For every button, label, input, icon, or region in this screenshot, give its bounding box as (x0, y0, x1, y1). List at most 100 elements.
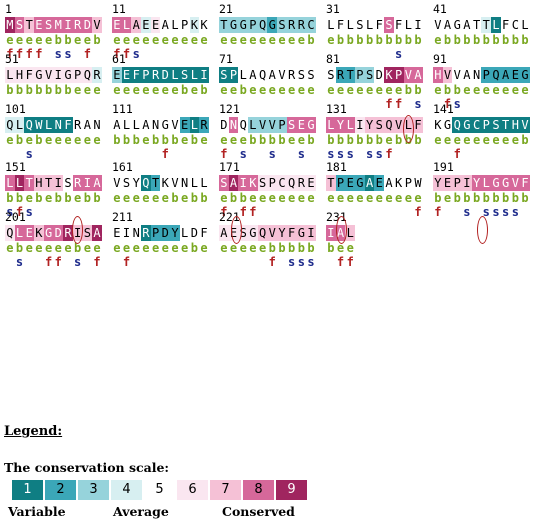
exposure-mark: b (268, 241, 276, 255)
function-structure-mark (520, 47, 530, 61)
residue: V (267, 225, 278, 241)
function-structure-mark (170, 97, 180, 111)
exposure-mark: e (190, 33, 198, 47)
function-structure-mark (365, 97, 375, 111)
exposure-mark: e (453, 133, 461, 147)
exposure-mark: e (511, 83, 519, 97)
residue: L (345, 17, 356, 33)
residue: K (384, 67, 394, 83)
residue: V (520, 117, 530, 133)
position-number: 111 (112, 102, 133, 116)
exposure-mark: b (463, 191, 471, 205)
exposure-mark: b (44, 83, 53, 97)
residue: G (296, 225, 307, 241)
function-structure-mark: s (346, 147, 354, 161)
residue: D (82, 17, 93, 33)
function-structure-mark (122, 147, 132, 161)
exposure-mark: b (93, 33, 101, 47)
residue: G (355, 175, 365, 191)
residue: V (433, 17, 443, 33)
exposure-mark: e (113, 191, 121, 205)
residue: K (248, 175, 258, 191)
residue: F (63, 117, 73, 133)
residue: A (82, 117, 93, 133)
scale-cell-7: 7 (210, 480, 241, 500)
residue: K (189, 17, 200, 33)
residue: R (296, 17, 307, 33)
residue: M (53, 17, 64, 33)
residue: K (433, 117, 443, 133)
exposure-mark: e (482, 133, 490, 147)
exposure-mark: e (25, 33, 33, 47)
exposure-mark: e (288, 83, 296, 97)
exposure-mark: b (414, 83, 422, 97)
function-structure-mark (151, 147, 161, 161)
exposure-mark: e (83, 33, 91, 47)
residue: T (24, 17, 35, 33)
residue: Y (170, 225, 180, 241)
function-structure-mark: f (6, 47, 14, 61)
function-structure-mark (287, 205, 297, 219)
residue: F (24, 67, 35, 83)
exposure-mark: e (288, 191, 296, 205)
exposure-mark: e (258, 83, 267, 97)
residue: Q (238, 117, 249, 133)
exposure-mark: b (200, 83, 208, 97)
function-structure-mark (92, 47, 102, 61)
function-structure-mark: s (307, 255, 315, 269)
exposure-mark: e (83, 83, 91, 97)
exposure-mark: b (15, 133, 24, 147)
function-structure-mark (73, 97, 83, 111)
exposure-mark: b (268, 133, 276, 147)
residue: D (160, 67, 171, 83)
residue: L (131, 117, 142, 133)
residue: G (228, 17, 239, 33)
function-structure-mark (131, 147, 141, 161)
function-structure-mark: f (443, 97, 452, 111)
exposure-mark: e (434, 83, 442, 97)
residue: A (335, 225, 346, 241)
exposure-mark: b (74, 241, 82, 255)
exposure-mark: e (44, 241, 53, 255)
function-structure-mark: s (327, 147, 335, 161)
function-structure-mark (277, 97, 287, 111)
residue: T (24, 175, 35, 191)
function-structure-mark (520, 147, 530, 161)
residue: P (150, 225, 161, 241)
residue: E (112, 225, 122, 241)
exposure-mark: e (93, 133, 101, 147)
residue: S (179, 67, 190, 83)
function-structure-mark (491, 97, 501, 111)
exposure-mark: b (521, 133, 529, 147)
exposure-mark: b (15, 241, 24, 255)
function-structure-mark (481, 147, 491, 161)
function-structure-mark: s (492, 205, 500, 219)
residue: S (14, 17, 25, 33)
exposure-mark: e (64, 133, 72, 147)
function-structure-mark (63, 205, 73, 219)
function-structure-mark (365, 47, 375, 61)
residue: E (442, 175, 453, 191)
exposure-mark: e (346, 241, 354, 255)
function-structure-mark (481, 47, 491, 61)
exposure-mark: e (482, 83, 490, 97)
residue: K (34, 225, 44, 241)
residue: L (189, 67, 200, 83)
residue: E (150, 17, 161, 33)
exposure-mark: e (278, 33, 286, 47)
exposure-mark: b (511, 191, 519, 205)
residue: A (462, 67, 472, 83)
